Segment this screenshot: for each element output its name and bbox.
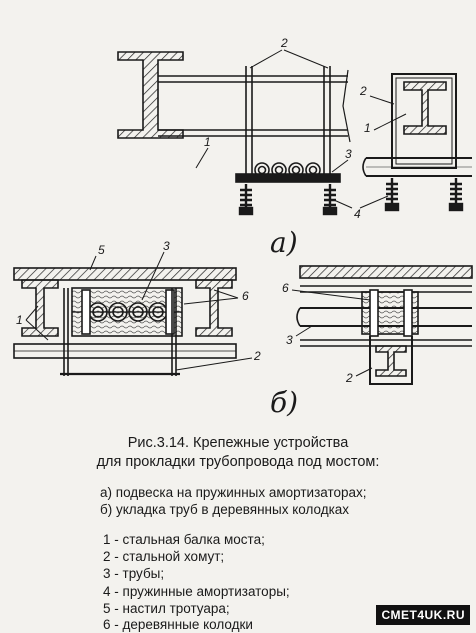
engineering-figure: 2 1 3 2 1 4 а) <box>13 36 473 419</box>
label-1-b: 1 <box>16 313 23 327</box>
label-4-a: 4 <box>354 207 361 221</box>
spring-shock-absorber-right <box>322 184 338 216</box>
drawing-b-right <box>296 265 473 385</box>
beam-flange-top <box>117 51 184 139</box>
figure-caption-title: Рис.3.14. Крепежные устройства <box>127 435 349 451</box>
label-6-b: 6 <box>242 289 249 303</box>
label-1-a: 1 <box>204 135 211 149</box>
drawing-a-side-view <box>117 51 351 216</box>
panel-label-a: а) <box>270 226 298 259</box>
panel-label-b: б) <box>270 386 298 419</box>
legend-item: 2 - стальной хомут; <box>103 549 225 564</box>
legend-item: 6 - деревянные колодки <box>103 617 253 632</box>
legend-item: 4 - пружинные амортизаторы; <box>103 584 290 599</box>
label-1-a-right: 1 <box>364 121 371 135</box>
drawing-a-cross-section <box>362 73 472 212</box>
spring-shock-absorber-left <box>238 184 254 216</box>
legend-item: 1 - стальная балка моста; <box>103 532 265 547</box>
label-5-b: 5 <box>98 243 105 257</box>
label-2-a-right: 2 <box>359 84 367 98</box>
drawing-b-left <box>13 267 237 376</box>
label-6-b-right: 6 <box>282 281 289 295</box>
site-watermark: СМЕТ4UK.RU <box>376 605 470 625</box>
caption-sub-b: б) укладка труб в деревянных колодках <box>100 502 350 517</box>
figure-caption-subtitle: для прокладки трубопровода под мостом: <box>96 454 380 470</box>
label-2-b-right: 2 <box>345 371 353 385</box>
legend-item: 5 - настил тротуара; <box>103 601 230 616</box>
label-3-b: 3 <box>163 239 170 253</box>
label-3-a: 3 <box>345 147 352 161</box>
label-2-b: 2 <box>253 349 261 363</box>
caption-sub-a: а) подвеска на пружинных амортизаторах; <box>100 485 367 500</box>
legend-item: 3 - трубы; <box>103 566 165 581</box>
label-3-b-right: 3 <box>286 333 293 347</box>
label-2-a: 2 <box>280 36 288 50</box>
